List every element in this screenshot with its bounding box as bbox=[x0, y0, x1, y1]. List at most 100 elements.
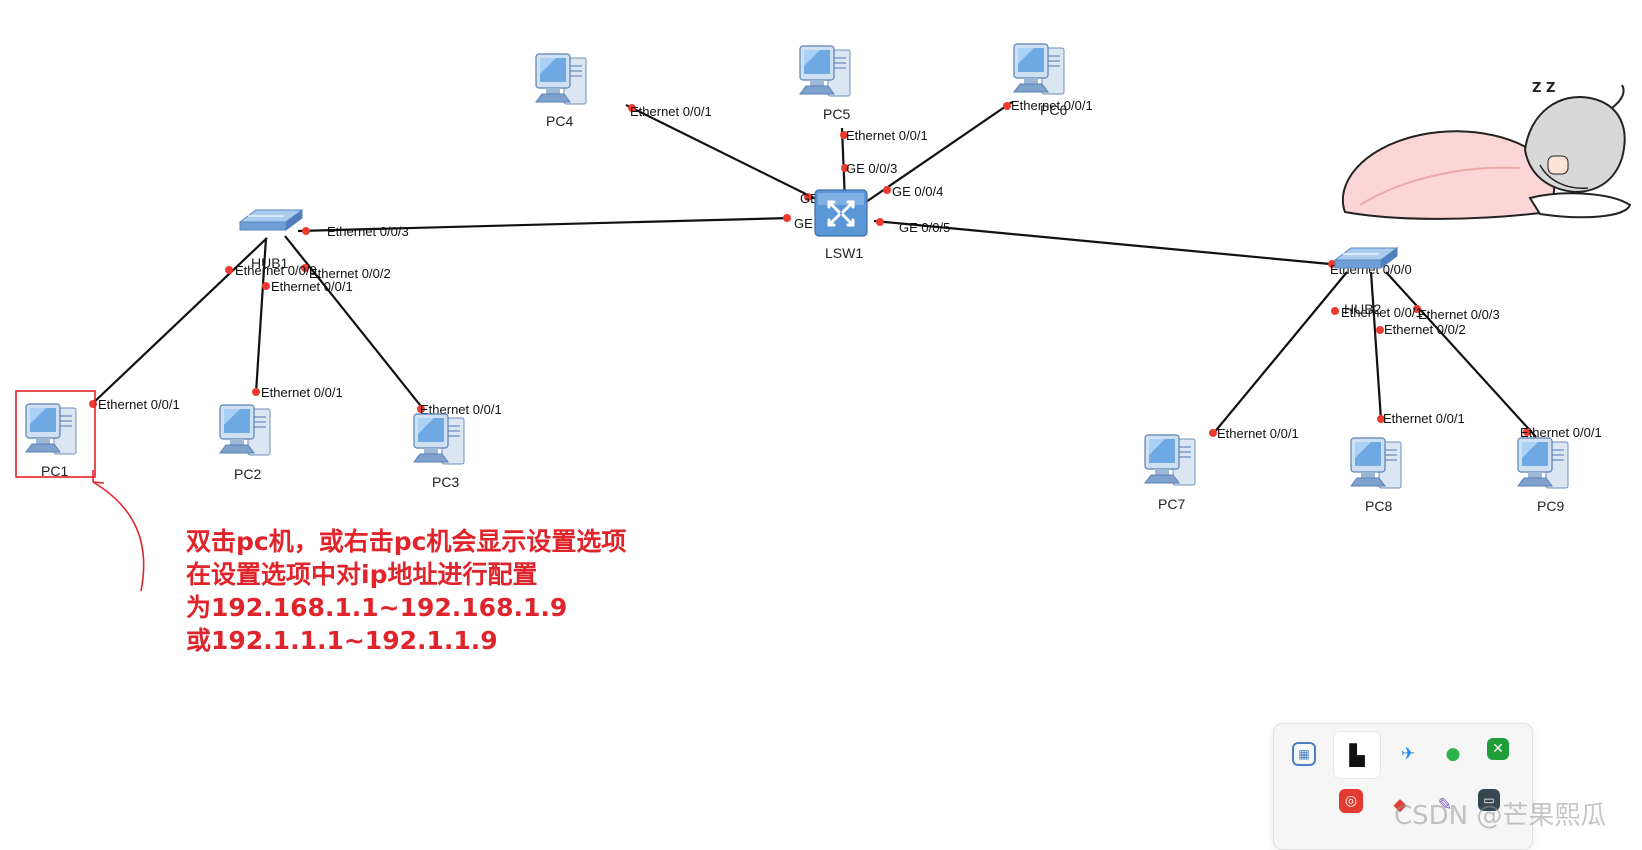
link-lsw1-hub2[interactable] bbox=[873, 219, 1331, 266]
port-dot bbox=[1376, 326, 1384, 334]
pc3-label: PC3 bbox=[432, 474, 459, 490]
port-dot bbox=[804, 193, 812, 201]
pc2-label: PC2 bbox=[234, 466, 261, 482]
pc-icon bbox=[1013, 43, 1065, 95]
port-label-hub2-e3: Ethernet 0/0/3 bbox=[1418, 307, 1500, 322]
pc4[interactable]: PC4 bbox=[535, 53, 587, 129]
pc-icon bbox=[1517, 437, 1569, 489]
port-label-pc3: Ethernet 0/0/1 bbox=[420, 402, 502, 417]
link-hub1-pc3[interactable] bbox=[284, 235, 425, 411]
pc5[interactable]: PC5 bbox=[799, 45, 851, 122]
lsw1-label: LSW1 bbox=[825, 245, 863, 261]
hub2-label: HUB2 bbox=[1344, 301, 1382, 317]
port-dot bbox=[1413, 305, 1421, 313]
pc2[interactable]: PC2 bbox=[219, 404, 271, 482]
pc7-label: PC7 bbox=[1158, 496, 1185, 512]
hub2[interactable]: HUB2 bbox=[1334, 247, 1398, 317]
pc-icon bbox=[1350, 437, 1402, 489]
link-hub2-pc8[interactable] bbox=[1369, 271, 1383, 421]
hub-icon bbox=[239, 209, 303, 231]
port-dot bbox=[1523, 428, 1531, 436]
csdn-watermark: CSDN @芒果熙瓜 bbox=[1394, 801, 1607, 831]
port-dot bbox=[1377, 415, 1385, 423]
port-label-pc4: Ethernet 0/0/1 bbox=[630, 104, 712, 119]
port-label-pc6: Ethernet 0/0/1 bbox=[1011, 98, 1093, 113]
xbox-icon[interactable]: ✕ bbox=[1487, 738, 1509, 760]
link-hub1-lsw1[interactable] bbox=[297, 216, 791, 233]
zzz-label: Z Z bbox=[1532, 81, 1555, 96]
link-hub1-pc1[interactable] bbox=[91, 237, 268, 405]
pc6[interactable]: PC6 bbox=[1013, 43, 1067, 118]
annotation-note: 双击pc机，或右击pc机会显示设置选项 在设置选项中对ip地址进行配置 为192… bbox=[186, 525, 626, 657]
port-dot bbox=[301, 264, 309, 272]
port-dot bbox=[417, 405, 425, 413]
link-hub1-pc2[interactable] bbox=[254, 237, 268, 394]
pc1-highlight-box bbox=[15, 390, 96, 478]
pc8[interactable]: PC8 bbox=[1350, 437, 1402, 514]
note-line-1: 双击pc机，或右击pc机会显示设置选项 bbox=[186, 527, 627, 556]
monitor-app-icon[interactable]: ▭ bbox=[1478, 789, 1500, 811]
pc7[interactable]: PC7 bbox=[1144, 434, 1196, 512]
pc-icon bbox=[413, 413, 465, 465]
pc9-label: PC9 bbox=[1537, 498, 1564, 514]
port-dot bbox=[302, 227, 310, 235]
port-label-lsw-ge4: GE 0/0/4 bbox=[892, 184, 943, 199]
todesk-icon[interactable]: ◆ bbox=[1393, 795, 1407, 815]
pc6-label: PC6 bbox=[1040, 102, 1067, 118]
draw-app-icon[interactable]: ✎ bbox=[1437, 795, 1453, 815]
hub1-label: HUB1 bbox=[251, 255, 289, 271]
wechat-icon[interactable]: ● bbox=[1445, 744, 1461, 764]
port-dot bbox=[1331, 307, 1339, 315]
port-dot bbox=[783, 214, 791, 222]
port-dot bbox=[1003, 102, 1011, 110]
port-label-pc2: Ethernet 0/0/1 bbox=[261, 385, 343, 400]
port-label-hub1-e3: Ethernet 0/0/3 bbox=[327, 224, 409, 239]
annotation-arrow bbox=[92, 481, 145, 592]
pc3[interactable]: PC3 bbox=[413, 413, 465, 490]
pc-icon bbox=[219, 404, 271, 456]
bookmark-app-icon[interactable]: ▙ bbox=[1334, 732, 1380, 778]
port-dot bbox=[628, 104, 636, 112]
sleeping-character-sticker: Z Z bbox=[1341, 81, 1632, 220]
pc1-label: PC1 bbox=[41, 463, 68, 479]
port-label-pc9: Ethernet 0/0/1 bbox=[1520, 425, 1602, 440]
port-label-hub1-e2: Ethernet 0/0/2 bbox=[309, 266, 391, 281]
annotation-arrowhead bbox=[92, 470, 105, 484]
hub1[interactable]: HUB1 bbox=[239, 209, 303, 271]
port-label-hub2-e1: Ethernet 0/0/1 bbox=[1341, 305, 1423, 320]
link-pc4-lsw1[interactable] bbox=[625, 104, 823, 203]
pc4-label: PC4 bbox=[546, 113, 573, 129]
port-label-pc1: Ethernet 0/0/1 bbox=[98, 397, 180, 412]
port-dot bbox=[841, 164, 849, 172]
port-label-hub1-e1: Ethernet 0/0/1 bbox=[271, 279, 353, 294]
netease-music-icon[interactable]: ◎ bbox=[1339, 789, 1363, 813]
port-label-pc8: Ethernet 0/0/1 bbox=[1383, 411, 1465, 426]
port-label-lsw-ge3: GE 0/0/3 bbox=[846, 161, 897, 176]
pc5-label: PC5 bbox=[823, 106, 850, 122]
port-dot bbox=[840, 131, 848, 139]
link-pc6-lsw1[interactable] bbox=[865, 101, 1013, 203]
port-dot bbox=[1328, 260, 1336, 268]
port-dot bbox=[89, 400, 97, 408]
pc8-label: PC8 bbox=[1365, 498, 1392, 514]
link-hub2-pc7[interactable] bbox=[1212, 271, 1348, 435]
feishu-icon[interactable]: ✈ bbox=[1400, 744, 1416, 764]
pc1[interactable]: PC1 bbox=[25, 403, 77, 479]
links bbox=[91, 101, 1537, 438]
switch-lsw1[interactable]: LSW1 bbox=[814, 189, 868, 261]
switch-arrows-icon bbox=[827, 200, 855, 227]
port-dot bbox=[252, 388, 260, 396]
pc-icon bbox=[535, 53, 587, 105]
network-card-icon[interactable]: ▦ bbox=[1292, 742, 1316, 766]
port-dot bbox=[262, 282, 270, 290]
port-dot bbox=[225, 266, 233, 274]
pc-icon bbox=[799, 45, 851, 97]
pc9[interactable]: PC9 bbox=[1517, 437, 1569, 514]
port-labels: Ethernet 0/0/1 Ethernet 0/0/1 Ethernet 0… bbox=[98, 98, 1602, 441]
port-dot bbox=[1209, 429, 1217, 437]
port-label-lsw-ge5: GE 0/0/5 bbox=[899, 220, 950, 235]
pc-icon bbox=[1144, 434, 1196, 486]
port-label-pc5: Ethernet 0/0/1 bbox=[846, 128, 928, 143]
link-hub2-pc9[interactable] bbox=[1385, 271, 1537, 438]
